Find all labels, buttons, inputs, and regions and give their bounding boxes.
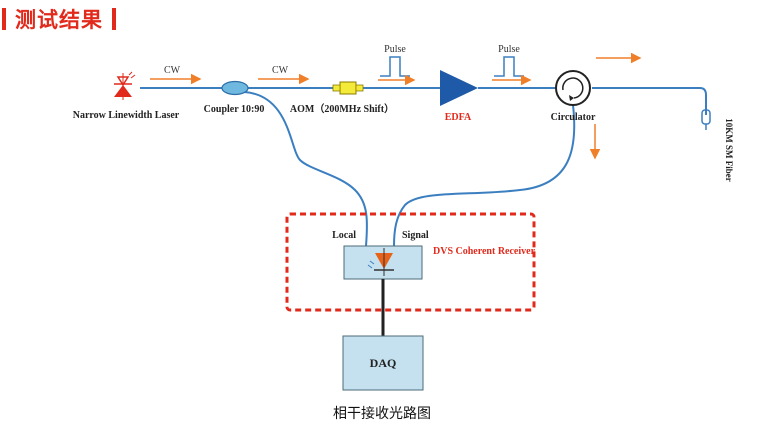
photodiode-icon [367, 248, 394, 276]
laser-icon [114, 71, 136, 100]
pulse-label-2: Pulse [498, 44, 520, 55]
signal-label: Signal [402, 230, 429, 241]
signal-fiber-line [393, 104, 576, 247]
pulse-waveform-2 [494, 56, 524, 77]
main-fiber-line [140, 87, 707, 115]
receiver-label: DVS Coherent Receiver [433, 246, 536, 257]
page-title: 测试结果 [15, 8, 103, 32]
edfa-label: EDFA [445, 112, 472, 123]
daq-label: DAQ [370, 356, 397, 370]
aom-icon [332, 81, 364, 95]
circulator-label: Circulator [551, 112, 596, 123]
edfa-icon [440, 70, 478, 106]
local-fiber-line [243, 91, 368, 247]
receiver-dashed-frame [285, 212, 536, 312]
title-bar-left [2, 8, 6, 30]
local-label: Local [332, 230, 356, 241]
aom-label: AOM（200MHz Shift） [290, 102, 394, 115]
pulse-waveform-1 [380, 56, 410, 77]
coupler-label: Coupler 10:90 [204, 104, 265, 115]
circulator-icon [555, 70, 591, 106]
title-bar-right [112, 8, 116, 30]
daq-box [342, 335, 424, 391]
coupler-icon [221, 80, 249, 96]
section-header: 测试结果 [2, 4, 116, 34]
fiber-spool-icon [701, 109, 711, 130]
fiber-label: 10KM SM Fiber [724, 118, 734, 182]
cw-label-1: CW [164, 65, 181, 76]
cw-label-2: CW [272, 65, 289, 76]
diagram-caption: 相干接收光路图 [333, 406, 431, 422]
pulse-label-1: Pulse [384, 44, 406, 55]
laser-label: Narrow Linewidth Laser [73, 110, 180, 121]
